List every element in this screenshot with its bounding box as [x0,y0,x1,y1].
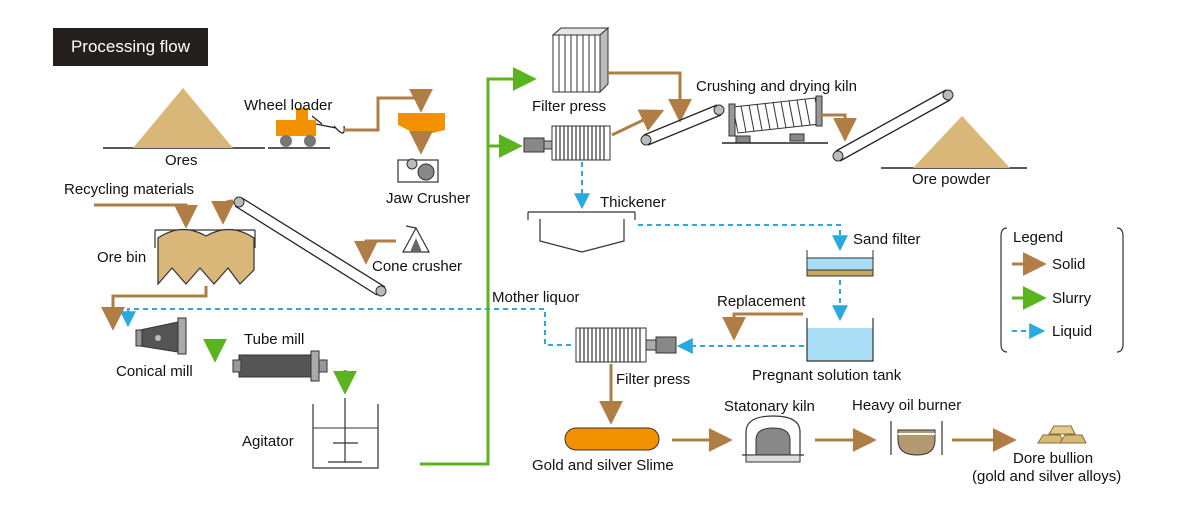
flow-kiln-out [820,113,857,142]
heavy-oil-burner-icon [890,421,943,456]
conical-mill-icon [135,317,187,355]
flow-thickener-to-sand [638,224,848,252]
drying-kiln-icon [722,95,828,144]
gold-silver-slime-label: Gold and silver Slime [532,457,674,474]
kiln-conveyor-icon [640,104,725,146]
pregnant-solution-tank-label: Pregnant solution tank [752,367,902,384]
wheel-loader-label: Wheel loader [244,97,332,114]
cone-crusher-label: Cone crusher [372,258,462,275]
agitator-icon [312,398,379,469]
cone-crusher-icon [401,225,431,253]
tube-mill-icon [232,350,328,382]
dore-bullion-sub-label: (gold and silver alloys) [972,468,1121,485]
flow-agitator-to-filter-top [420,67,537,466]
filter-press-top-icon [551,26,610,94]
legend-title: Legend [1013,229,1063,246]
filter-press-bottom-icon [575,327,677,363]
replacement-label: Replacement [717,293,806,310]
dore-bullion-icon [1037,425,1087,444]
legend [1000,227,1124,353]
stationary-kiln-label: Statonary kiln [724,398,815,415]
legend-slurry-label: Slurry [1052,290,1092,307]
recycling-materials-label: Recycling materials [64,181,194,198]
tube-mill-label: Tube mill [244,331,304,348]
mother-liquor-label: Mother liquor [492,289,580,306]
heavy-oil-burner-label: Heavy oil burner [852,397,961,414]
filter-press-bottom-label: Filter press [616,371,690,388]
flow-loader-to-jaw [344,88,433,132]
flow-bin-to-mill [101,286,208,331]
filter-press-mid-icon [523,125,611,161]
filter-press-top-label: Filter press [532,98,606,115]
agitator-label: Agitator [242,433,294,450]
bin-conveyor-icon [233,196,387,297]
wheel-loader-icon [268,108,345,149]
legend-liquid-label: Liquid [1052,323,1092,340]
flow-mother-liquor [120,308,571,346]
powder-conveyor-icon [832,89,954,162]
thickener-label: Thickener [600,194,666,211]
sand-filter-icon [806,250,874,277]
flow-replacement [722,312,803,341]
thickener-icon [527,211,636,253]
diagram-title: Processing flow [70,37,191,56]
jaw-crusher-label: Jaw Crusher [386,190,470,207]
flow-filter-mid-to-conveyor [611,109,665,137]
ores-label: Ores [165,152,198,169]
ore-powder-label: Ore powder [912,171,990,188]
conical-mill-label: Conical mill [116,363,193,380]
stationary-kiln-icon [742,415,804,463]
ore-bin-icon [154,228,256,286]
title-bar [53,28,208,66]
pregnant-solution-tank-icon [806,318,874,362]
flow-cone-crusher-out [354,239,396,265]
slime-icon [564,427,660,451]
ore-bin-label: Ore bin [97,249,146,266]
legend-solid-label: Solid [1052,256,1085,273]
sand-filter-label: Sand filter [853,231,921,248]
ores-pile [103,88,265,149]
flow-filter-to-kiln-conveyor [608,71,692,123]
jaw-crusher-icon [397,113,445,183]
flow-recycling-to-bin [94,203,198,229]
ore-powder-pile [881,116,1027,169]
dore-bullion-label: Dore bullion [1013,450,1093,467]
flow-conveyor-to-bin [211,199,235,225]
crushing-drying-kiln-label: Crushing and drying kiln [696,78,857,95]
